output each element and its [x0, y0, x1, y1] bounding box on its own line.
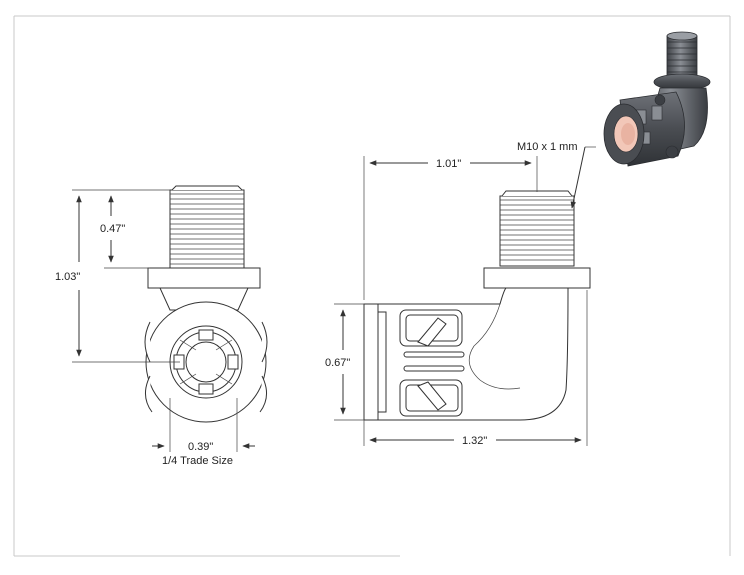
side-thread-lines — [500, 199, 574, 261]
front-thread-lines — [170, 193, 244, 265]
dim-side-offset: 1.01" — [436, 158, 461, 170]
trade-size-label: 1/4 Trade Size — [162, 455, 233, 467]
side-view — [363, 190, 591, 421]
dim-side-height: 0.67" — [325, 357, 350, 369]
dim-front-opening-width: 0.39" — [188, 441, 213, 453]
front-view — [144, 185, 268, 423]
thread-spec-label: M10 x 1 mm — [517, 141, 578, 153]
sheet-border — [13, 15, 731, 557]
dim-front-height-total: 1.03" — [55, 271, 80, 283]
fitting-3d-render — [603, 31, 711, 167]
dim-front-thread-length: 0.47" — [100, 223, 125, 235]
front-dimensions — [72, 189, 255, 452]
dim-side-length: 1.32" — [462, 435, 487, 447]
side-dimensions — [334, 146, 596, 446]
